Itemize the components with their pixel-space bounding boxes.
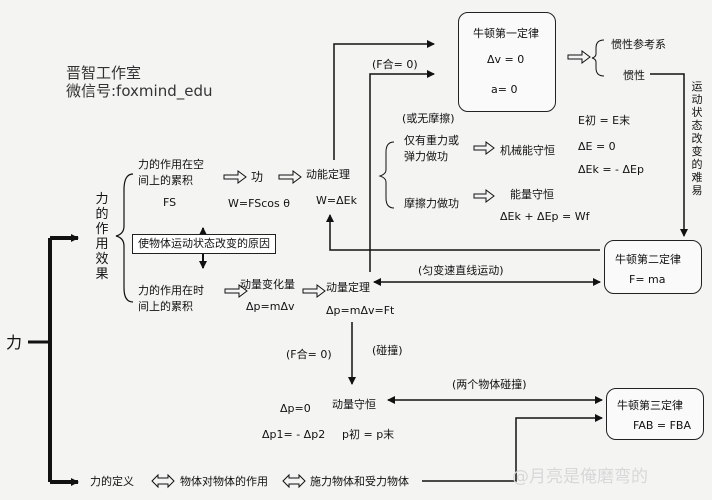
no-friction-label: (或无摩擦) [402, 112, 455, 125]
energy-cons-label: 能量守恒 [510, 188, 554, 201]
momentum-to-newton1 [369, 70, 435, 272]
energy-eq3: ΔEk = - ΔEp [578, 163, 644, 176]
two-bodies-label: (两个物体碰撞) [452, 378, 527, 391]
newton2-formula: F= ma [629, 273, 666, 286]
inertia-ref-label: 惯性参考系 [611, 38, 666, 51]
bottom-def: 力的定义 [90, 475, 134, 488]
friction-work-label: 摩擦力做功 [404, 197, 459, 210]
energy-eq1: E初 = E末 [578, 114, 631, 127]
kinetic-theorem-formula: W=ΔEk [316, 194, 357, 207]
space-accum-line2: 间上的累积 [138, 174, 193, 187]
kinetic-to-newton1 [333, 40, 435, 160]
newton3-box: 牛顿第三定律 FAB = FBA [606, 388, 704, 440]
vertical-note: 运动状态改变的难易 [691, 80, 703, 197]
momentum-theorem-formula: Δp=mΔv=Ft [326, 304, 395, 317]
bottom-interaction: 物体对物体的作用 [180, 475, 268, 488]
gravity-only-line2: 弹力做功 [404, 150, 448, 163]
hollow-arrows [223, 50, 591, 298]
uniform-accel-label: (匀变速直线运动) [418, 264, 504, 277]
mech-energy-label: 机械能守恒 [500, 144, 555, 157]
newton2-box: 牛顿第二定律 F= ma [604, 240, 702, 294]
momentum-theorem-label: 动量定理 [326, 281, 370, 294]
kinetic-to-newton2 [326, 214, 600, 251]
bodies-to-newton3 [422, 414, 603, 482]
work-formula: W=FScos θ [228, 197, 290, 210]
cond-fnet-zero-top: (F合= 0) [372, 58, 418, 71]
root-label: 力 [6, 333, 23, 352]
time-accum-line2: 间上的累积 [138, 300, 193, 313]
brand-line1: 晋智工作室 [66, 64, 142, 82]
energy-eq2: ΔE = 0 [578, 140, 616, 153]
root-bracket [28, 234, 79, 486]
effects-brace [115, 173, 134, 303]
momentum-cons-eq3: p初 = p末 [342, 428, 395, 441]
momentum-cons-label: 动量守恒 [332, 398, 376, 411]
newton1-title: 牛顿第一定律 [473, 27, 539, 40]
momentum-cons-eq1: Δp=0 [280, 402, 311, 415]
inertia-brace [591, 39, 605, 77]
work-label: 功 [251, 170, 264, 184]
momentum-change-label: 动量变化量 [240, 278, 295, 291]
gravity-only-line1: 仅有重力或 [404, 134, 459, 147]
newton1-eq2: a= 0 [491, 83, 518, 96]
time-accum-line1: 力的作用在时 [138, 284, 204, 297]
newton3-title: 牛顿第三定律 [617, 399, 683, 412]
work-cond-brace [378, 141, 395, 209]
newton2-title: 牛顿第二定律 [615, 253, 681, 266]
kinetic-theorem-label: 动能定理 [306, 168, 350, 181]
newton1-eq1: Δv = 0 [487, 53, 525, 66]
double-arrows [151, 473, 306, 489]
space-accum-line1: 力的作用在空 [138, 158, 204, 171]
collision-label: (碰撞) [372, 344, 403, 357]
momentum-change-formula: Δp=mΔv [246, 300, 295, 313]
reason-box: 使物体运动状态改变的原因 [132, 234, 276, 254]
newton3-formula: FAB = FBA [633, 419, 691, 432]
momentum-cons-eq2: Δp1= - Δp2 [262, 428, 326, 441]
brand-line2: 微信号:foxmind_edu [66, 82, 213, 100]
bottom-bodies: 施力物体和受力物体 [310, 475, 409, 488]
effects-title: 力的作用效果 [95, 192, 109, 282]
inertia-label: 惯性 [623, 69, 645, 82]
newton1-box: 牛顿第一定律 Δv = 0 a= 0 [458, 12, 556, 112]
watermark-text: @月亮是俺磨弯的 [512, 467, 648, 487]
energy-cons-formula: ΔEk + ΔEp = Wf [500, 210, 590, 223]
cond-fnet-zero-mid: (F合= 0) [286, 348, 332, 361]
inertia-to-newton2 [650, 73, 688, 237]
space-accum-expr: FS [163, 196, 177, 209]
reason-text: 使物体运动状态改变的原因 [138, 237, 270, 250]
